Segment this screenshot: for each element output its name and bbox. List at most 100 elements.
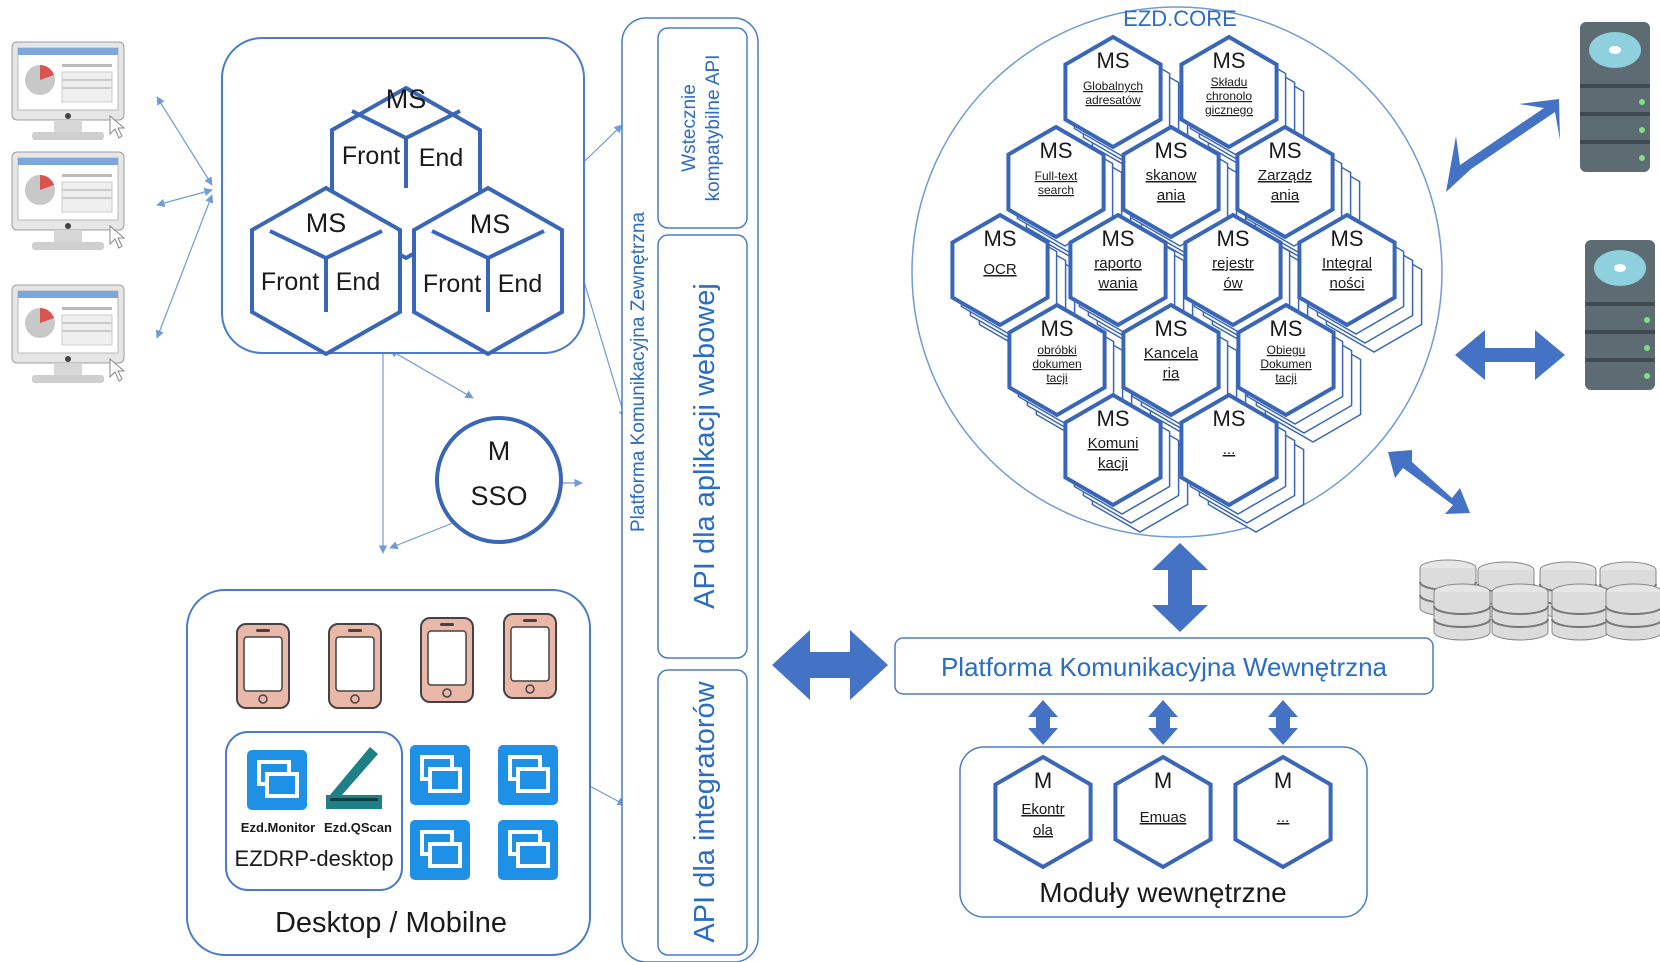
- ezd-monitor-label: Ezd.Monitor: [241, 820, 315, 835]
- core-module-label: Dokumen: [1260, 357, 1311, 371]
- core-module-label: gicznego: [1205, 103, 1253, 117]
- desktop-app-icon: [408, 818, 472, 882]
- core-module-label: raporto: [1094, 255, 1142, 272]
- internal-modules-title: Moduły wewnętrzne: [1039, 877, 1286, 908]
- ms-frontend-hex-left: [250, 185, 402, 357]
- ms-frontend-hex-right: [412, 185, 564, 357]
- core-ms-label: MS: [1040, 138, 1073, 163]
- core-ms-label: MS: [1213, 406, 1246, 431]
- core-modules: MSGlobalnychadresatówMSSkładuchronologic…: [950, 34, 1423, 533]
- desktop-app-icon: [496, 743, 560, 807]
- core-module-label: Składu: [1211, 75, 1248, 89]
- phone-icon-2: [328, 623, 382, 709]
- core-module-hex: MS Zarządz ania: [1235, 124, 1361, 265]
- internal-modules: M Ekontr ola M Emuas M...: [993, 754, 1333, 870]
- core-module-label: adresatów: [1085, 93, 1141, 107]
- database-icon: [1433, 583, 1491, 641]
- ezd-monitor-icon: [245, 748, 309, 812]
- api-web-label: API dla aplikacji webowej: [689, 283, 721, 609]
- internal-m-label: M: [1034, 768, 1052, 793]
- sso-label: SSO: [470, 481, 527, 511]
- api-compat-line2: kompatybilne API: [703, 55, 724, 202]
- core-module-label: dokumen: [1032, 357, 1081, 371]
- front-label: Front: [342, 142, 400, 170]
- core-module-label: Full-text: [1035, 169, 1078, 183]
- core-module-label: ania: [1157, 187, 1186, 204]
- core-module-label: ów: [1223, 275, 1242, 292]
- core-module-label: Zarządz: [1258, 167, 1312, 184]
- end-label: End: [419, 144, 463, 172]
- core-module-label: tacji: [1275, 371, 1296, 385]
- internal-module-label: ...: [1277, 809, 1290, 826]
- end-label: End: [498, 270, 542, 298]
- internal-module-label: ola: [1033, 822, 1054, 839]
- internal-m-label: M: [1154, 768, 1172, 793]
- core-module-label: wania: [1097, 275, 1138, 292]
- desktop-app-icon: [496, 818, 560, 882]
- core-module-label: kacji: [1098, 455, 1128, 472]
- core-ms-label: MS: [984, 226, 1017, 251]
- desktop-mobile-title: Desktop / Mobilne: [275, 907, 507, 939]
- core-module-label: ria: [1163, 365, 1180, 382]
- arrow-core-platform: [1152, 543, 1208, 632]
- core-module-label: Kancela: [1144, 345, 1199, 362]
- core-module-label: Integral: [1322, 255, 1372, 272]
- core-module-label: rejestr: [1212, 255, 1254, 272]
- phone-icon-1: [236, 623, 290, 709]
- core-module-label: OCR: [983, 261, 1017, 278]
- core-ms-label: MS: [1217, 226, 1250, 251]
- api-compat-box: [657, 27, 748, 229]
- core-ms-label: MS: [1331, 226, 1364, 251]
- ezd-qscan-label: Ezd.QScan: [324, 820, 392, 835]
- core-ms-label: MS: [1102, 226, 1135, 251]
- internal-platform-title: Platforma Komunikacyjna Wewnętrzna: [941, 652, 1388, 682]
- front-label: Front: [423, 270, 481, 298]
- internal-module-hex: M...: [1233, 754, 1333, 870]
- scanner-icon: [326, 747, 382, 809]
- phone-icon-4: [503, 613, 557, 699]
- internal-m-label: M: [1274, 768, 1292, 793]
- core-module-label: Obiegu: [1267, 343, 1306, 357]
- core-ms-label: MS: [1097, 48, 1130, 73]
- core-ms-label: MS: [1155, 316, 1188, 341]
- internal-module-label: Ekontr: [1021, 801, 1064, 818]
- database-icon: [1551, 583, 1609, 641]
- monitor-icon-2: [11, 151, 125, 251]
- phone-icon-3: [420, 617, 474, 703]
- database-icon: [1605, 583, 1660, 641]
- database-icon: [1491, 583, 1549, 641]
- internal-module-hex: M Emuas: [1113, 754, 1213, 870]
- core-module-label: search: [1038, 183, 1074, 197]
- ms-label: MS: [306, 208, 347, 238]
- arrow-platforms: [772, 630, 888, 700]
- core-module-hex: MS...: [1179, 392, 1305, 533]
- ezdrp-desktop-label: EZDRP-desktop: [235, 846, 394, 871]
- core-ms-label: MS: [1213, 48, 1246, 73]
- api-web-box: [657, 234, 748, 659]
- arrow-server-1: [1446, 99, 1560, 192]
- monitor-icon-1: [11, 41, 125, 141]
- core-module-label: ania: [1271, 187, 1300, 204]
- api-compat-line1: Wstecznie: [679, 84, 700, 172]
- core-ms-label: MS: [1041, 316, 1074, 341]
- monitor-icon-3: [11, 284, 125, 384]
- ms-label: MS: [386, 84, 427, 114]
- api-integrators-box: [657, 669, 748, 956]
- internal-module-label: Emuas: [1140, 809, 1187, 826]
- front-label: Front: [261, 268, 319, 296]
- sso-m-label: M: [488, 436, 511, 466]
- core-module-label: obróbki: [1037, 343, 1076, 357]
- core-module-label: chronolo: [1206, 89, 1252, 103]
- ezd-core-title: EZD.CORE: [1123, 6, 1237, 31]
- internal-platform-box: [894, 637, 1434, 695]
- server-icon-1: [1580, 22, 1650, 172]
- internal-module-hex: M Ekontr ola: [993, 754, 1093, 870]
- arrow-server-2: [1455, 330, 1565, 380]
- core-ms-label: MS: [1097, 406, 1130, 431]
